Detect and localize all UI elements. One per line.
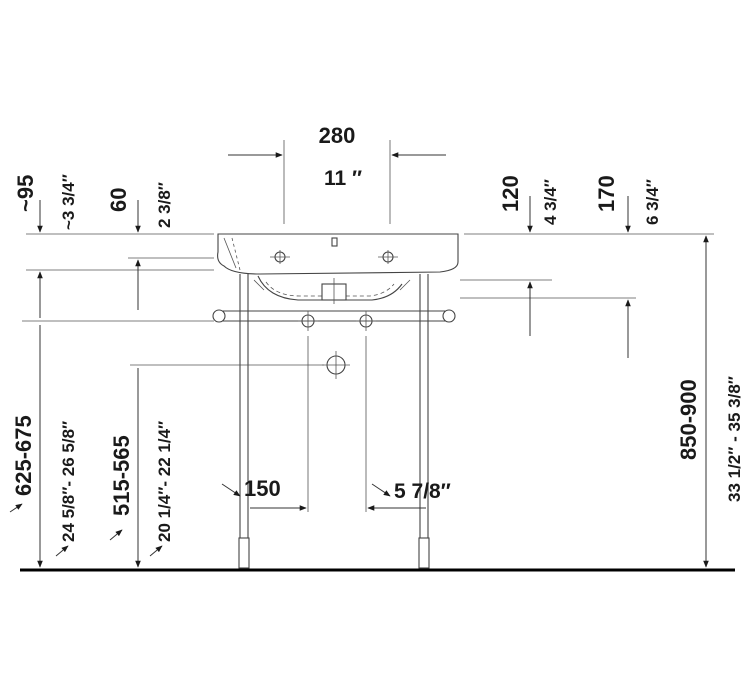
label-left-top-mm: ~95 (13, 175, 38, 212)
label-right-first-in: 4 3/4″ (541, 179, 560, 225)
label-left-second-in: 2 3/8″ (155, 182, 174, 228)
label-height-mid-in: 20 1/4″- 22 1/4″ (155, 421, 174, 542)
label-top-width-in: 11 ″ (324, 167, 362, 190)
label-leg-spacing-mm: 150 (244, 476, 281, 501)
dimension-arrows (9, 152, 709, 568)
console-frame (212, 274, 456, 569)
tap-holes (270, 237, 398, 264)
label-left-top-in: ~3 3/4″ (59, 174, 78, 230)
label-height-left-mm: 625-675 (11, 415, 36, 496)
label-right-second-mm: 170 (594, 175, 619, 212)
label-leg-spacing-in: 5 7/8″ (394, 480, 451, 503)
wall-fixings (298, 311, 376, 379)
label-right-first-mm: 120 (498, 175, 523, 212)
label-top-width-mm: 280 (319, 123, 356, 148)
extension-lines (22, 140, 714, 512)
label-right-second-in: 6 3/4″ (643, 179, 662, 225)
washbasin (217, 233, 459, 304)
label-height-mid-mm: 515-565 (109, 435, 134, 516)
label-left-second-mm: 60 (106, 188, 131, 212)
label-total-height-in: 33 1/2″ - 35 3/8″ (725, 376, 744, 502)
label-height-left-in: 24 5/8″- 26 5/8″ (59, 421, 78, 542)
label-total-height-mm: 850-900 (676, 379, 701, 460)
